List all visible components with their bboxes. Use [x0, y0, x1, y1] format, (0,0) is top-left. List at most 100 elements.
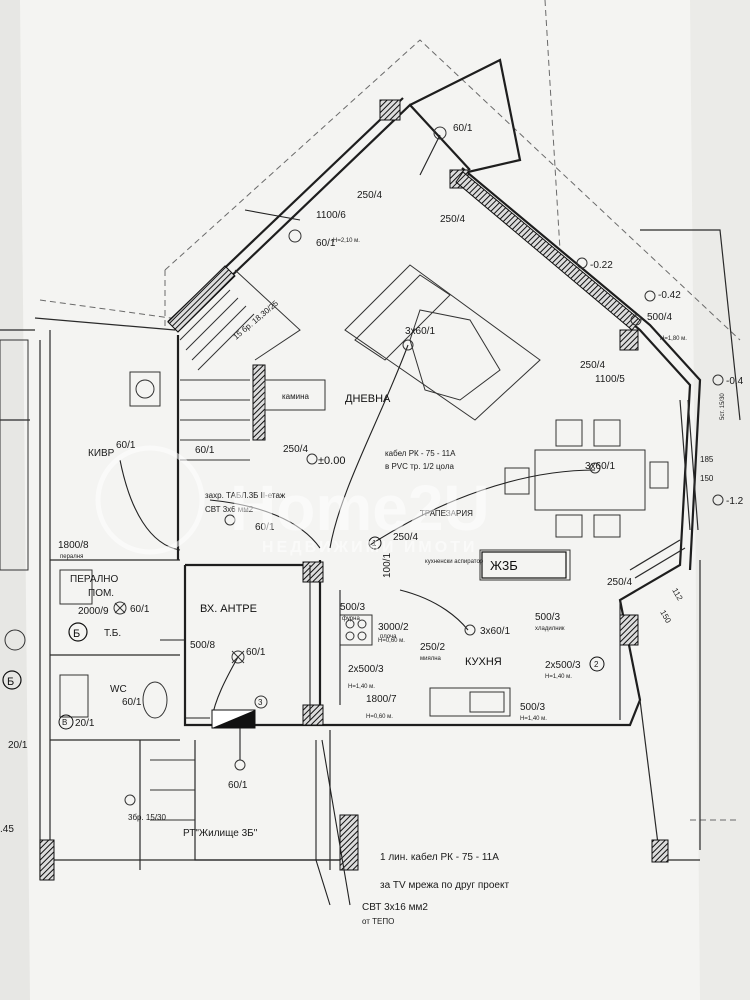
windows — [629, 399, 699, 579]
furniture — [0, 264, 669, 719]
point-label: 500/3 — [520, 702, 545, 713]
point-label: 60/1 — [246, 647, 266, 658]
point-label: 60/1 — [122, 697, 142, 708]
staircase — [150, 269, 301, 821]
paper-fold-left — [0, 0, 30, 1000]
point-label: 2х500/3 — [545, 660, 581, 671]
main-feed-line-2: от ТЕПО — [362, 917, 394, 926]
slab-label: Ж3Б — [490, 558, 518, 573]
tv-cable-line-1: 1 лин. кабел РК - 75 - 11А — [380, 851, 499, 863]
room-dining: ТРАПЕЗАРИЯ — [420, 509, 473, 518]
note-hood: кухненски аспиратор — [425, 559, 484, 565]
point-label: 60/1 — [255, 522, 275, 533]
main-feed-line-1: СВТ 3х16 мм2 — [362, 902, 428, 913]
watermark: Home2U НЕДВИЖИМИ ИМОТИ — [230, 472, 490, 556]
point-label: 60/1 — [130, 604, 150, 615]
note-kivr: КИВР — [88, 448, 115, 459]
cable-notes: кабел РК - 75 - 11А в PVC тр. 1/2 цола з… — [128, 298, 726, 926]
slab-label-box — [481, 551, 567, 579]
note-dishwasher: миялна — [420, 656, 442, 662]
feed-line-1: захр. ТАБЛ.3Б II-етаж — [205, 491, 286, 500]
note-height: H=1,40 м. — [348, 684, 375, 690]
point-label: 500/3 — [535, 612, 560, 623]
point-label: 3х60/1 — [480, 626, 510, 637]
point-label: 250/2 — [420, 642, 445, 653]
point-label: 250/4 — [440, 214, 465, 225]
rk-cable-line-1: кабел РК - 75 - 11А — [385, 449, 456, 458]
point-label: 500/3 — [340, 602, 365, 613]
badge-2: 2 — [594, 660, 599, 669]
point-label: 20/1 — [75, 718, 95, 729]
badge-b: Б — [73, 628, 80, 640]
point-label: 250/4 — [607, 577, 632, 588]
dim-150: 150 — [700, 474, 714, 483]
point-label: 100/1 — [382, 553, 393, 578]
point-label: 2000/9 — [78, 606, 109, 617]
point-label: 1100/6 — [316, 210, 346, 221]
feed-line-2: СВТ 3х6 мм2 — [205, 505, 254, 514]
point-label: 3х60/1 — [585, 461, 615, 472]
room-labels: ДНЕВНА ТРАПЕЗАРИЯ КУХНЯ ВХ. АНТРЕ ПЕРАЛН… — [70, 392, 518, 695]
watermark-brand: Home2U — [230, 472, 490, 544]
watermark-logo — [95, 445, 205, 555]
circuit-labels: 60/1 250/4 1100/6 60/1 250/4 500/4 250/4… — [8, 123, 672, 791]
stairs-lower-label: 3бр. 15/30 — [128, 813, 166, 822]
badge-b: Б — [7, 676, 14, 688]
point-label: 1100/5 — [595, 374, 625, 385]
outer-walls — [0, 58, 741, 880]
room-laundry-1: ПЕРАЛНО — [70, 574, 119, 585]
badge-3: 3 — [258, 698, 263, 707]
light-fixtures — [113, 126, 724, 806]
fireplace-label: камина — [282, 392, 310, 401]
point-label: 250/4 — [283, 444, 308, 455]
level-m022: -0.22 — [590, 260, 613, 271]
level-zero: ±0.00 — [318, 455, 345, 467]
note-height: H=1,40 м. — [545, 674, 572, 680]
note-stove: плоча — [380, 634, 397, 640]
level-m04: -0.4 — [726, 376, 744, 387]
point-label: 60/1 — [228, 780, 248, 791]
room-living: ДНЕВНА — [345, 393, 391, 405]
badge-v: В — [62, 718, 67, 727]
point-label: 60/1 — [453, 123, 473, 134]
point-label: 60/1 — [316, 238, 336, 249]
level-marks: ±0.00 -0.22 -0.42 -0.4 -1.2 .45 — [0, 260, 744, 835]
wiring — [119, 134, 621, 906]
hatched-columns — [39, 99, 669, 881]
point-label: 60/1 — [195, 445, 215, 456]
point-label: 1800/7 — [366, 694, 397, 705]
point-label: 1800/8 — [58, 540, 89, 551]
point-label: 250/4 — [357, 190, 382, 201]
note-fridge: хладилник — [535, 626, 565, 632]
watermark-tagline: НЕДВИЖИМИ ИМОТИ — [262, 539, 477, 556]
roof-projection-lines — [39, 0, 741, 821]
level-m045: .45 — [0, 824, 14, 835]
point-label: 20/1 — [8, 740, 28, 751]
point-label: 60/1 — [116, 440, 136, 451]
tv-cable-line-2: за TV мрежа по друг проект — [380, 880, 509, 891]
point-label: 500/8 — [190, 640, 215, 651]
point-label: 500/4 — [647, 312, 672, 323]
badge-1: 1 — [372, 539, 377, 548]
small-notes: КИВР пералня Т.Б. кухненски аспиратор H=… — [60, 238, 687, 722]
badge-labels: Б Б В 3 2 1 — [7, 539, 599, 727]
note-washing: пералня — [60, 554, 83, 560]
panel-label: РТ"Жилище 3Б" — [183, 828, 258, 839]
point-label: 2х500/3 — [348, 664, 384, 675]
room-kitchen: КУХНЯ — [465, 656, 502, 668]
dim-185: 185 — [700, 455, 714, 464]
note-height: H=2,10 м. — [333, 238, 360, 244]
level-m12: -1.2 — [726, 496, 744, 507]
note-height: H=1,40 м. — [520, 716, 547, 722]
point-label: 3х60/1 — [405, 326, 435, 337]
point-label: 250/4 — [580, 360, 605, 371]
note-tb: Т.Б. — [104, 628, 121, 639]
room-wc: WC — [110, 684, 127, 695]
badges — [2, 536, 605, 730]
point-label: 3000/2 — [378, 622, 409, 633]
room-entrance: ВХ. АНТРЕ — [200, 603, 257, 615]
note-height: H=1,80 м. — [660, 336, 687, 342]
point-label: 250/4 — [393, 532, 418, 543]
note-height: H=0,60 м. — [378, 638, 405, 644]
